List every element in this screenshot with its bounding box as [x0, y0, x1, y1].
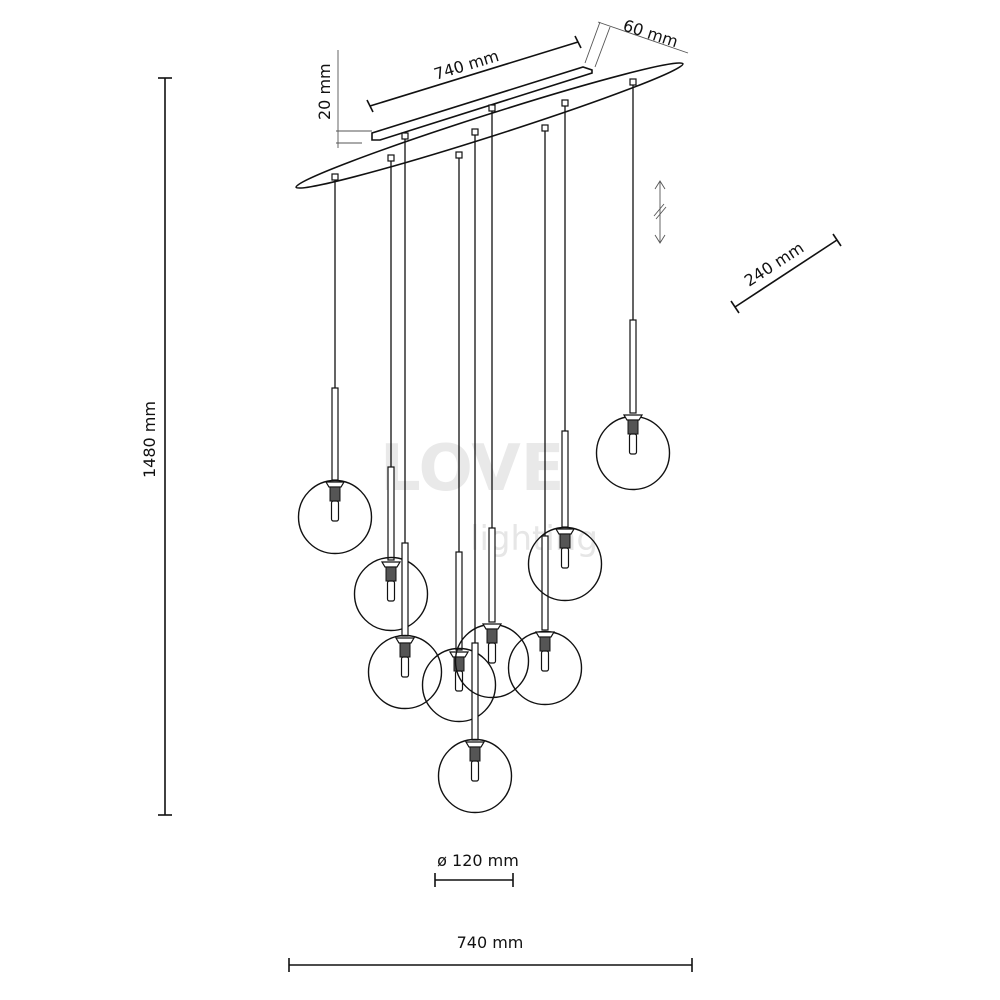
adjustable-height-icon: [653, 180, 667, 244]
glass-globe: [421, 647, 497, 723]
bulb: [454, 670, 464, 692]
ceiling-anchor: [471, 128, 479, 136]
pendant: [367, 132, 443, 710]
pendant: [507, 124, 583, 706]
lamp-socket: [559, 533, 571, 549]
dimension-canopy-depth: 240 mm: [730, 233, 842, 314]
dimension-label: 740 mm: [432, 46, 501, 84]
lamp-tube: [561, 430, 569, 528]
bulb: [487, 642, 497, 664]
lamp-socket: [469, 746, 481, 762]
dimension-label: 1480 mm: [140, 401, 159, 478]
pendant: [454, 104, 530, 699]
ceiling-anchor: [629, 78, 637, 86]
lamp-tube: [401, 542, 409, 637]
watermark-text: LOVE: [380, 432, 564, 506]
lamp-socket-cap: [464, 741, 486, 748]
bulb: [400, 656, 410, 678]
ceiling-anchor: [387, 154, 395, 162]
ceiling-anchor: [488, 104, 496, 112]
bulb: [386, 580, 396, 602]
lamp-tube: [455, 551, 463, 651]
glass-globe: [367, 634, 443, 710]
lamp-socket: [486, 628, 498, 644]
bulb: [470, 760, 480, 782]
canopy-mount-plate: [371, 66, 593, 141]
bulb: [540, 650, 550, 672]
lamp-socket-cap: [380, 561, 402, 568]
canopy-plate: [295, 62, 684, 189]
dimension-canopy-width: 60 mm: [584, 16, 689, 68]
lamp-socket: [399, 642, 411, 658]
pendant: [353, 154, 429, 632]
lamp-socket-cap: [622, 414, 644, 421]
canopy: [295, 62, 684, 189]
pendant: [595, 78, 671, 491]
lamp-socket-cap: [554, 528, 576, 535]
dimension-total-height: 1480 mm: [140, 77, 172, 816]
lamp-tube: [488, 527, 496, 623]
lamp-socket-cap: [481, 623, 503, 630]
dimension-canopy-height: 20 mm: [315, 50, 372, 148]
lamp-tube: [387, 466, 395, 561]
lamp-socket: [539, 636, 551, 652]
pendant: [527, 99, 603, 602]
pendants: [297, 78, 671, 814]
glass-globe: [527, 526, 603, 602]
pendant: [297, 173, 373, 555]
lamp-tube: [541, 535, 549, 631]
ceiling-anchor: [561, 99, 569, 107]
ceiling-anchor: [541, 124, 549, 132]
lamp-socket-cap: [448, 651, 470, 658]
dimension-globe-diameter: ø 120 mm: [434, 851, 519, 887]
lamp-tube: [331, 387, 339, 481]
lamp-socket: [385, 566, 397, 582]
watermark: LOVE lighting: [380, 432, 598, 559]
ceiling-anchor: [401, 132, 409, 140]
glass-globe: [297, 479, 373, 555]
lamp-tube: [629, 319, 637, 414]
ceiling-anchor: [455, 151, 463, 159]
dimension-total-width: 740 mm: [288, 933, 693, 972]
dimension-label: 60 mm: [621, 16, 681, 52]
bulb: [560, 547, 570, 569]
lamp-socket: [627, 419, 639, 435]
dimension-label: 740 mm: [457, 933, 524, 952]
lamp-socket-cap: [324, 481, 346, 488]
dimension-label: 240 mm: [741, 238, 807, 290]
glass-globe: [353, 556, 429, 632]
dimension-label: 20 mm: [315, 63, 334, 120]
bulb: [628, 433, 638, 455]
bulb: [330, 500, 340, 522]
lamp-socket-cap: [394, 637, 416, 644]
glass-globe: [437, 738, 513, 814]
lamp-socket: [329, 486, 341, 502]
dimension-label: ø 120 mm: [437, 851, 519, 870]
ceiling-anchor: [331, 173, 339, 181]
pendant: [421, 151, 497, 723]
lamp-socket-cap: [534, 631, 556, 638]
